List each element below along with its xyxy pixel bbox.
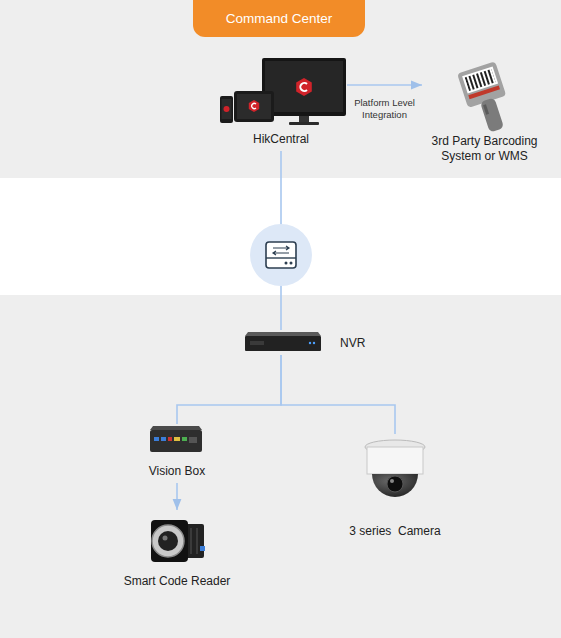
nvr-icon: [245, 332, 321, 351]
code-reader-icon-part: [151, 520, 188, 562]
phone-icon-part: [220, 96, 233, 123]
code-reader-icon-part: [163, 536, 168, 541]
platform-node: HikCentral: [215, 58, 347, 151]
nvr-icon-part: [245, 332, 321, 336]
nvr-icon-part: [250, 341, 264, 345]
device-node: Vision Box: [135, 424, 219, 483]
vision-box-icon-part: [189, 437, 197, 443]
connector-line: [347, 84, 422, 86]
barcode-scanner-icon-part: [483, 104, 489, 114]
dome-camera-icon-part: [387, 476, 403, 492]
code-reader-icon-part: [200, 546, 205, 551]
node-label: Vision Box: [139, 464, 215, 479]
barcode-scanner-icon-part: [480, 97, 504, 132]
bottom-band: [0, 295, 561, 638]
vision-box-icon-part: [150, 430, 202, 452]
dome-camera-icon-part: [390, 479, 394, 483]
tablet-icon-part: [249, 100, 259, 112]
tablet-icon-part: [234, 91, 274, 122]
switch-icon-part: [285, 262, 288, 265]
monitor-icon-part: [300, 83, 307, 91]
node-label: NVR: [340, 336, 376, 351]
vision-box-icon-part: [150, 426, 202, 430]
vision-box-icon-part: [161, 437, 166, 441]
tablet-icon-part: [252, 103, 256, 108]
switch-icon-part: [266, 242, 296, 268]
switch-icon: [250, 224, 312, 286]
node-label: Smart Code Reader: [114, 574, 240, 589]
nvr-icon-part: [245, 336, 321, 351]
code-reader-icon-part: [186, 524, 204, 558]
system-node: 3rd Party Barcoding System or WMS: [422, 62, 547, 168]
tablet-icon: [234, 91, 274, 122]
tablet-icon-part: [237, 94, 271, 119]
phone-icon: [220, 96, 233, 123]
code-reader-icon-part: [196, 528, 198, 554]
code-reader-icon: [151, 520, 205, 562]
phone-icon-part: [222, 99, 232, 119]
connector-line: [176, 483, 178, 510]
region-title: Command Center: [193, 0, 365, 37]
code-reader-icon-part: [190, 528, 192, 554]
code-reader-icon-part: [158, 531, 178, 551]
phone-icon-part: [224, 106, 230, 112]
node-label: 3 series Camera: [334, 524, 456, 539]
monitor-icon-part: [296, 78, 312, 96]
barcode-scanner-icon-part: [468, 85, 500, 99]
switch-icon-part: [273, 246, 289, 255]
dome-camera-icon-part: [372, 474, 418, 497]
vision-box-icon: [150, 426, 202, 452]
recorder-node: NVR: [240, 330, 380, 355]
monitor-icon-part: [289, 122, 319, 125]
barcode-scanner-icon-part: [457, 61, 506, 108]
dome-camera-icon: [365, 440, 425, 497]
monitor-icon-part: [265, 61, 343, 112]
switch-icon-part: [266, 257, 296, 258]
vision-box-icon-part: [174, 437, 180, 441]
vision-box-icon-part: [168, 437, 172, 441]
vision-box-icon-part: [182, 437, 187, 441]
node-label: HikCentral: [219, 132, 343, 147]
connector-label: Platform Level Integration: [347, 97, 423, 121]
barcode-scanner-icon: [457, 61, 515, 136]
monitor-icon-part: [299, 116, 309, 123]
nvr-icon-part: [309, 342, 311, 344]
monitor-icon-part: [262, 58, 346, 116]
nvr-icon-part: [313, 342, 315, 344]
node-label: 3rd Party Barcoding System or WMS: [426, 134, 543, 164]
dome-camera-icon-part: [367, 447, 423, 474]
monitor-icon: [262, 58, 346, 125]
switch-icon-part: [290, 262, 293, 265]
reader-node: Smart Code Reader: [110, 510, 244, 593]
code-reader-icon-part: [152, 525, 184, 557]
barcode-scanner-icon-part: [465, 69, 496, 91]
camera-node: 3 series Camera: [330, 434, 460, 543]
connector-line: [281, 355, 395, 434]
switch-icon-part: [250, 224, 312, 286]
connector-line: [177, 355, 281, 424]
region-band: Command CenterHikCentral 3rd Party Barcod…: [0, 0, 561, 178]
vision-box-icon-part: [154, 437, 159, 441]
